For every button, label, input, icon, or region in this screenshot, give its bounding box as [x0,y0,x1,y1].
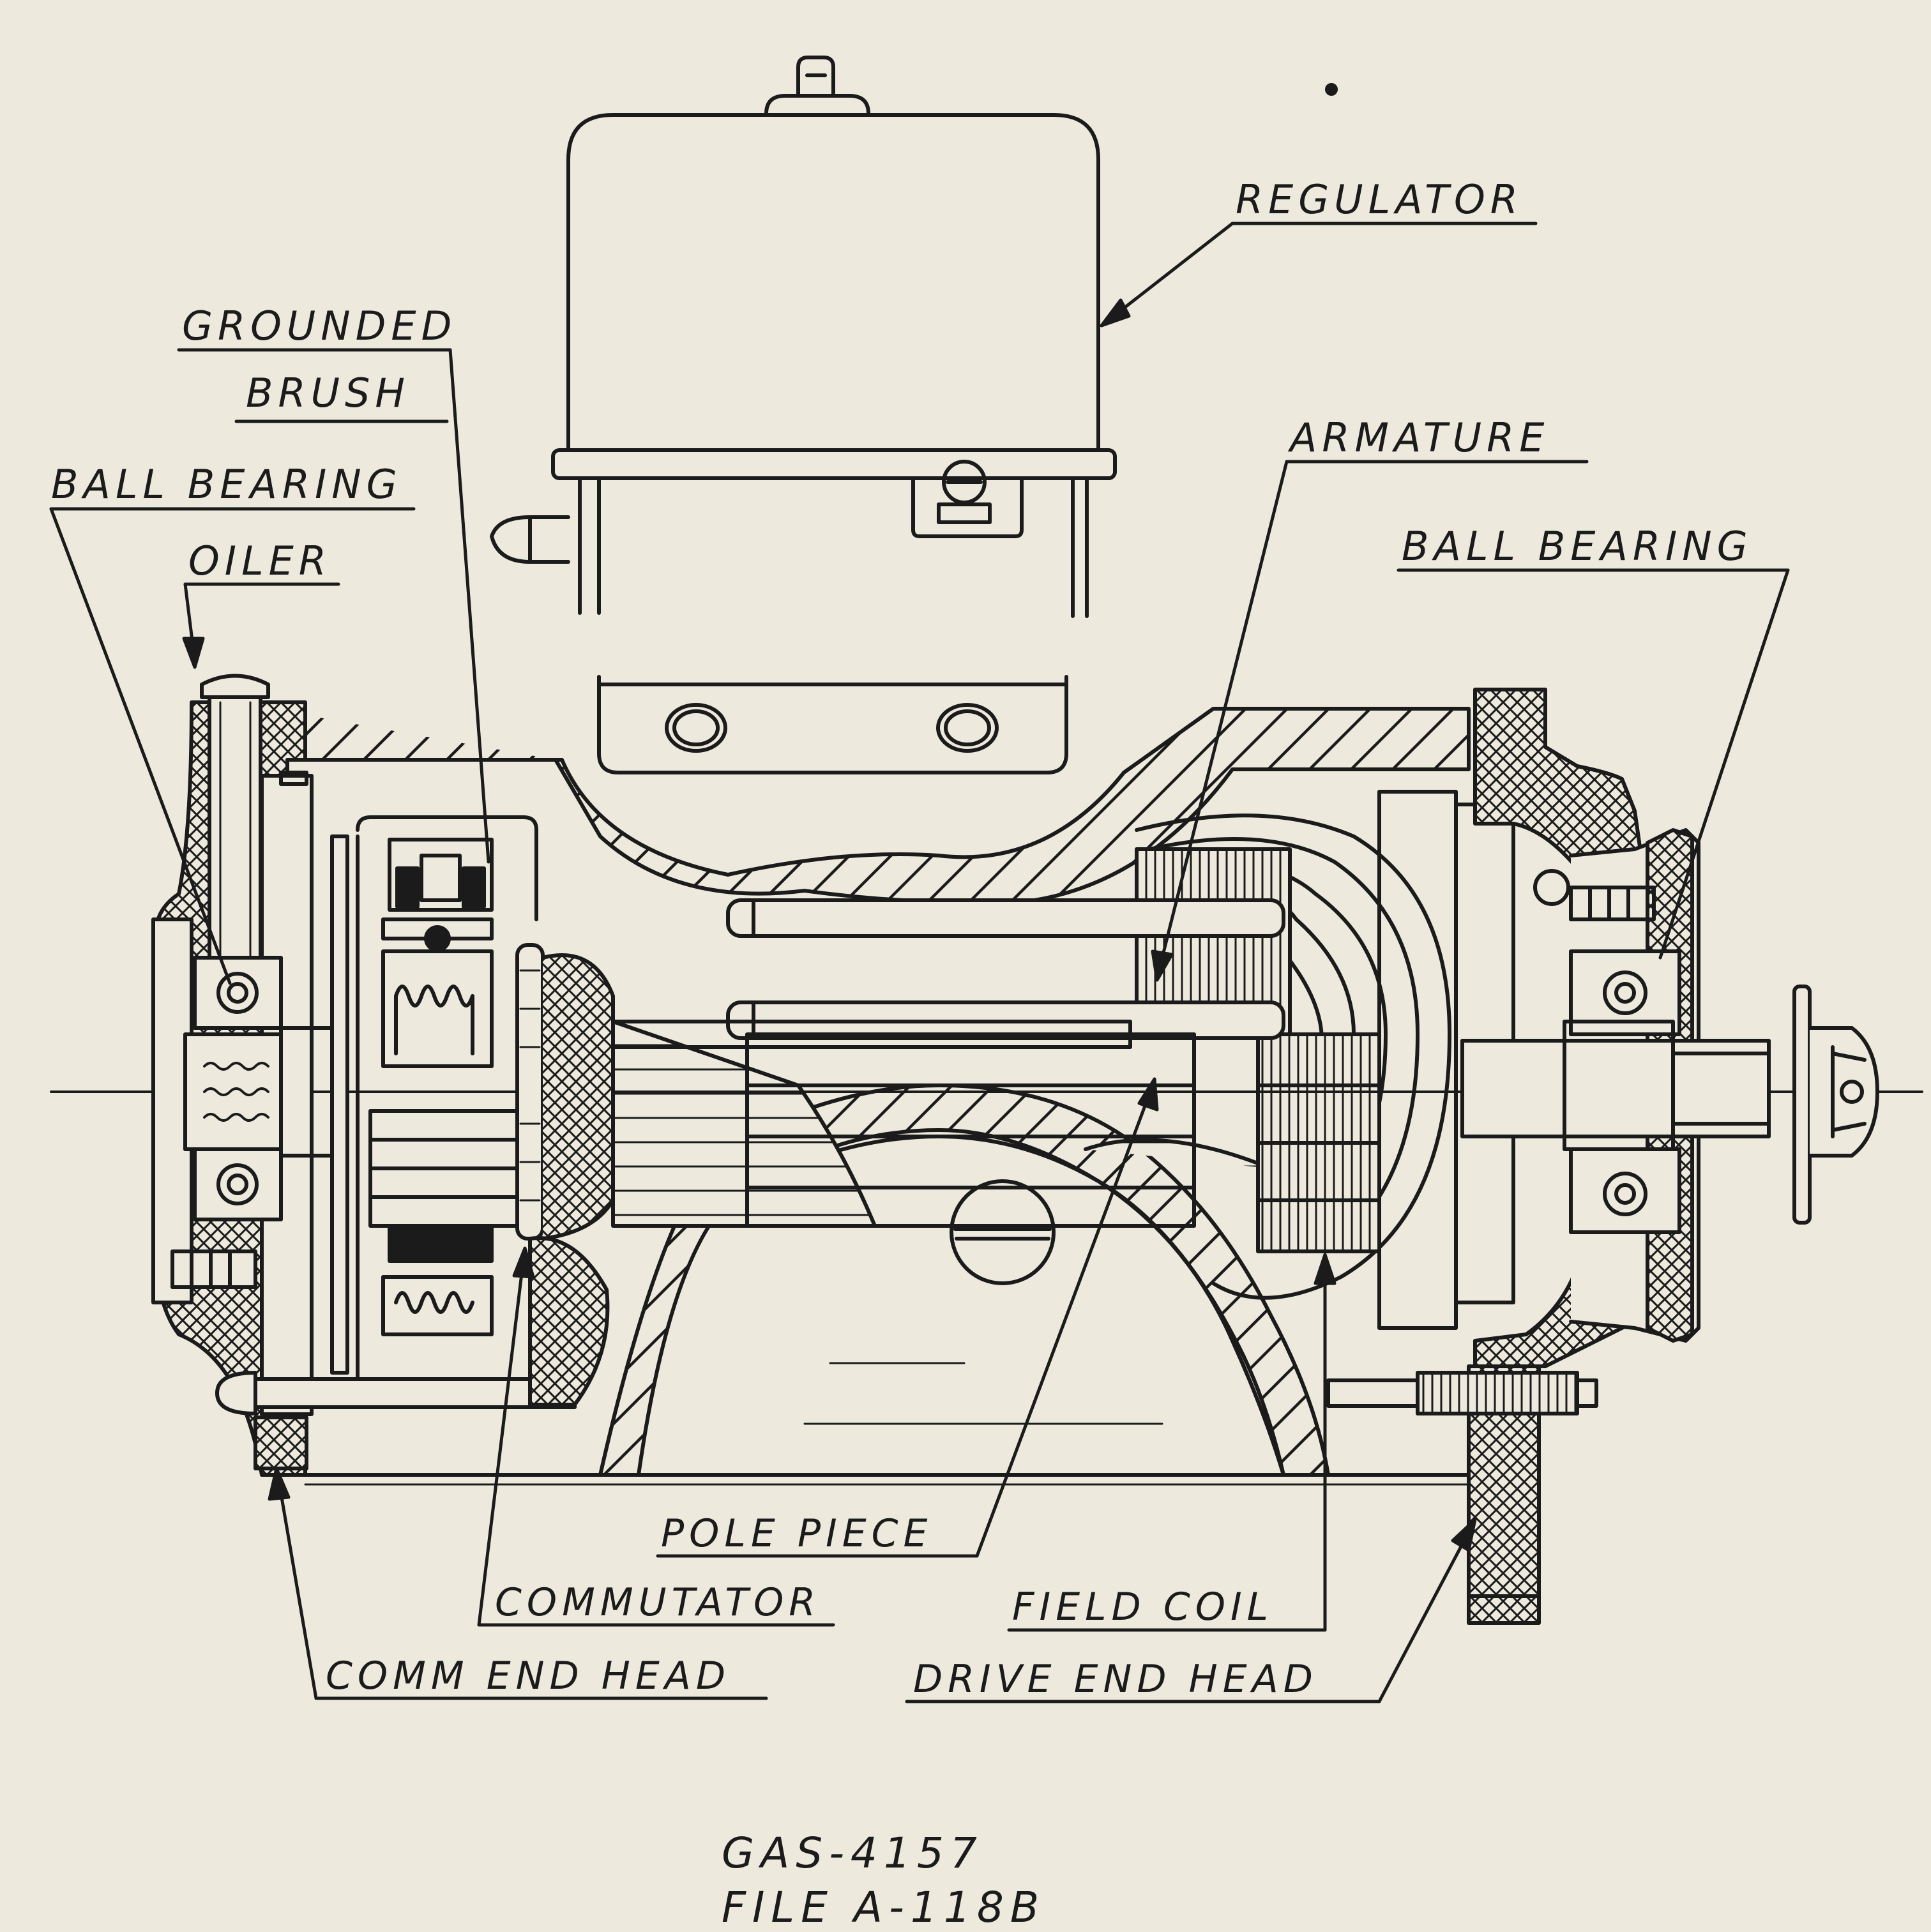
drawing-number: GAS-4157 [722,1829,983,1878]
label-brush: BRUSH [246,370,410,416]
label-field-coil: FIELD COIL [1012,1585,1274,1629]
label-regulator: REGULATOR [1236,176,1523,223]
label-comm-end-head: COMM END HEAD [326,1654,731,1698]
label-armature: ARMATURE [1290,414,1550,461]
label-ball-bearing-right: BALL BEARING [1402,523,1753,570]
label-oiler: OILER [188,538,331,584]
generator-frame [303,707,1471,1486]
regulator-body [490,56,1117,774]
commutator [368,943,615,1407]
armature [611,790,1515,1330]
label-commutator: COMMUTATOR [495,1580,821,1625]
ink-dot [1325,83,1338,96]
label-pole-piece: POLE PIECE [661,1511,933,1556]
label-grounded: GROUNDED [182,303,457,349]
label-drive-end-head: DRIVE END HEAD [913,1657,1318,1702]
label-ball-bearing-left: BALL BEARING [51,461,402,508]
file-reference: FILE A-118B [722,1883,1046,1932]
drive-end-head [1326,688,1879,1625]
comm-end-head [151,674,577,1477]
brush-holder [356,815,538,1381]
leader-lines [49,222,1790,1703]
